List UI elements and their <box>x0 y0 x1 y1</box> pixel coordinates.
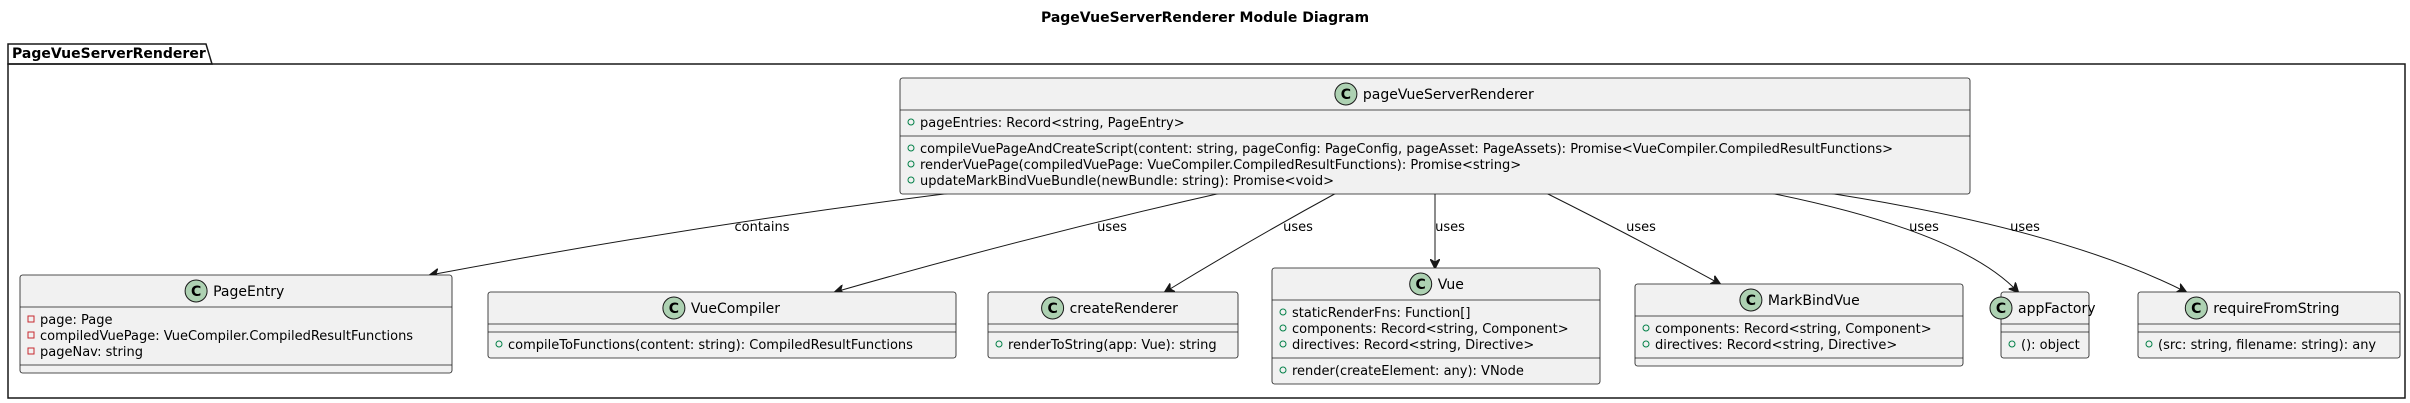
relation-label: uses <box>1097 220 1127 235</box>
public-marker <box>907 176 915 184</box>
class-name: Vue <box>1438 277 1464 293</box>
class-type-icon: C <box>184 279 208 303</box>
public-marker <box>907 118 915 126</box>
public-marker <box>495 340 503 348</box>
relation-app-factory: uses <box>1759 190 2018 292</box>
public-marker <box>907 144 915 152</box>
relations: contains uses uses uses uses uses uses <box>430 190 2186 292</box>
class-field: directives: Record<string, Directive> <box>1292 338 1534 353</box>
relation-page-entry: contains <box>430 190 969 275</box>
class-method: (src: string, filename: string): any <box>2158 338 2376 353</box>
svg-text:C: C <box>1416 277 1426 293</box>
class-method: renderToString(app: Vue): string <box>1008 338 1217 353</box>
relation-arrow <box>1759 190 2018 292</box>
class-field: components: Record<string, Component> <box>1655 322 1932 337</box>
private-marker <box>27 315 35 323</box>
class-method: render(createElement: any): VNode <box>1292 364 1524 379</box>
public-marker <box>1642 340 1650 348</box>
svg-text:C: C <box>2191 301 2201 317</box>
svg-text:C: C <box>1996 301 2006 317</box>
relation-create-renderer: uses <box>1165 190 1341 292</box>
relation-label: uses <box>1909 220 1939 235</box>
class-name: requireFromString <box>2213 301 2339 317</box>
relation-require-from-string: uses <box>1814 190 2186 292</box>
package-frame: PageVueServerRenderer <box>7 43 2406 399</box>
relation-vue: uses <box>1435 191 1465 268</box>
class-vue-compiler: C VueCompiler compileToFunctions(content: … <box>487 291 957 359</box>
relation-arrow <box>1814 190 2186 292</box>
public-marker <box>1279 366 1287 374</box>
class-field: pageEntries: Record<string, PageEntry> <box>920 116 1185 131</box>
svg-text:C: C <box>669 301 679 317</box>
svg-text:C: C <box>191 284 201 300</box>
relation-label: uses <box>1435 220 1465 235</box>
class-field: compiledVuePage: VueCompiler.CompiledRes… <box>40 329 413 344</box>
relation-mark-bind-vue: uses <box>1541 190 1720 284</box>
class-type-icon: C <box>1041 296 1065 320</box>
class-method: renderVuePage(compiledVuePage: VueCompil… <box>920 158 1521 173</box>
svg-text:C: C <box>1047 301 1057 317</box>
public-marker <box>907 160 915 168</box>
public-marker <box>2145 340 2153 348</box>
package-name: PageVueServerRenderer <box>12 46 206 62</box>
relation-arrow <box>430 190 969 275</box>
public-marker <box>995 340 1003 348</box>
class-field: components: Record<string, Component> <box>1292 322 1569 337</box>
class-mark-bind-vue: C MarkBindVue components: Record<string, C… <box>1634 283 1964 367</box>
class-name: createRenderer <box>1070 301 1179 317</box>
relation-arrow <box>835 190 1231 292</box>
class-type-icon: C <box>2184 296 2208 320</box>
relation-vue-compiler: uses <box>835 190 1231 292</box>
class-type-icon: C <box>1739 288 1763 312</box>
relation-arrow <box>1541 190 1720 284</box>
private-marker <box>27 347 35 355</box>
class-field: pageNav: string <box>40 345 143 360</box>
relation-label: uses <box>1283 220 1313 235</box>
svg-text:C: C <box>1341 87 1351 103</box>
svg-text:C: C <box>1746 293 1756 309</box>
class-name: MarkBindVue <box>1768 293 1860 309</box>
public-marker <box>1279 324 1287 332</box>
relation-label: uses <box>1626 220 1656 235</box>
public-marker <box>2008 340 2016 348</box>
class-name: VueCompiler <box>691 301 780 317</box>
relation-arrow <box>1165 190 1341 292</box>
public-marker <box>1279 308 1287 316</box>
private-marker <box>27 331 35 339</box>
public-marker <box>1642 324 1650 332</box>
class-field: staticRenderFns: Function[] <box>1292 306 1470 321</box>
class-name: PageEntry <box>213 284 284 300</box>
class-type-icon: C <box>1334 82 1358 106</box>
public-marker <box>1279 340 1287 348</box>
class-field: directives: Record<string, Directive> <box>1655 338 1897 353</box>
class-field: page: Page <box>40 313 112 328</box>
class-vue: C Vue staticRenderFns: Function[]component… <box>1271 267 1601 385</box>
class-type-icon: C <box>1989 296 2013 320</box>
class-method: compileToFunctions(content: string): Com… <box>508 338 913 353</box>
class-method: compileVuePageAndCreateScript(content: s… <box>920 142 1893 157</box>
class-type-icon: C <box>1409 272 1433 296</box>
class-method: updateMarkBindVueBundle(newBundle: strin… <box>920 174 1334 189</box>
class-name: appFactory <box>2018 301 2096 317</box>
diagram-title: PageVueServerRenderer Module Diagram <box>1041 10 1369 26</box>
class-name: pageVueServerRenderer <box>1363 87 1534 103</box>
class-method: (): object <box>2021 338 2080 353</box>
class-type-icon: C <box>662 296 686 320</box>
relation-label: uses <box>2010 220 2040 235</box>
relation-label: contains <box>734 220 789 235</box>
